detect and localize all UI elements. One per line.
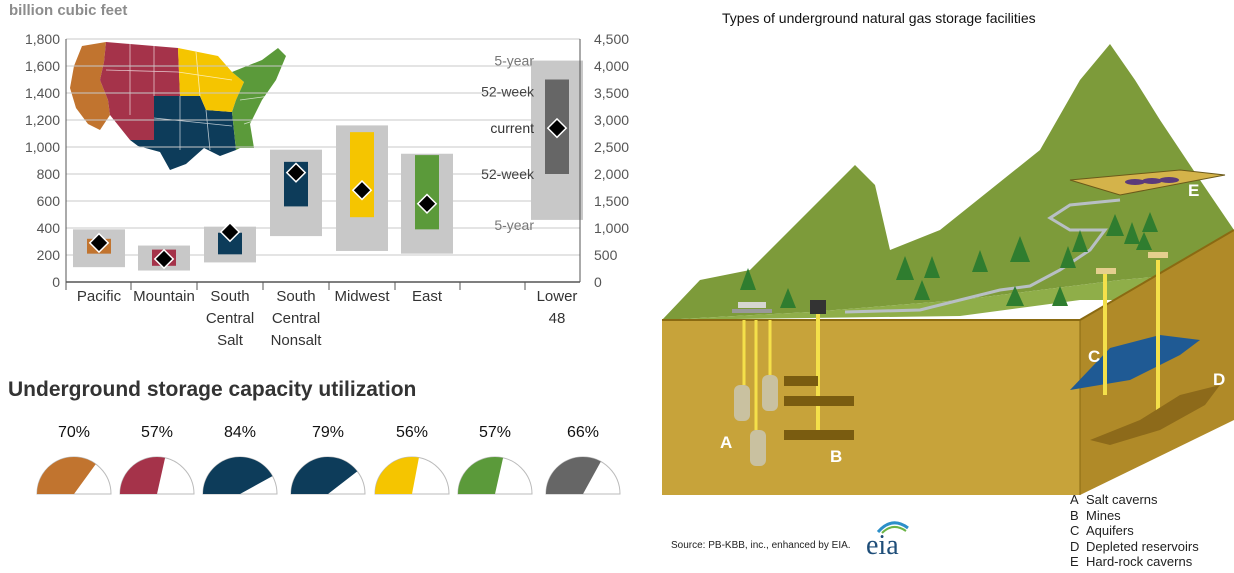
foothills [662, 270, 1234, 320]
range-annotation: 52-week [481, 166, 535, 182]
right-tick-label: 3,000 [594, 112, 629, 128]
current-marker [351, 179, 373, 201]
category-label: East [412, 288, 443, 305]
current-marker [285, 162, 307, 183]
left-tick-label: 0 [52, 274, 60, 290]
left-tick-label: 1,200 [25, 112, 60, 128]
trees [740, 212, 1158, 308]
right-tick-label: 0 [594, 274, 602, 290]
letter-b: B [830, 447, 842, 466]
left-tick-label: 200 [37, 247, 61, 263]
map-midwest [178, 48, 244, 112]
fifty-two-week-range-bar [218, 232, 242, 255]
map-east [232, 48, 286, 150]
us-regions-map [70, 42, 286, 170]
diagram-letters: A B C D E [720, 181, 1225, 466]
category-label: Mountain [133, 288, 195, 305]
gauge-fill [203, 457, 273, 494]
right-tick-label: 4,500 [594, 31, 629, 47]
right-tick-label: 2,500 [594, 139, 629, 155]
left-tick-label: 1,800 [25, 31, 60, 47]
current-marker [88, 232, 110, 254]
gauge-percent-label: 70% [58, 424, 90, 441]
gauge-percent-label: 57% [141, 424, 173, 441]
gauge-fill [546, 457, 601, 494]
eia-logo: eia [866, 530, 899, 561]
range-annotation: 52-week [481, 84, 535, 100]
current-marker [219, 221, 241, 243]
category-label: South [210, 288, 249, 305]
fifty-two-week-range-bar [350, 132, 374, 218]
gauge-section-title: Underground storage capacity utilization [8, 378, 417, 401]
map-pacific [70, 42, 110, 130]
category-label: Central [272, 310, 320, 327]
fifty-two-week-range-bar [415, 155, 439, 230]
depleted-reservoir [1090, 385, 1220, 445]
letter-a: A [720, 433, 732, 452]
range-annotation: 5-year [494, 217, 534, 233]
category-label: Midwest [334, 288, 390, 305]
gauge-percent-label: 66% [567, 424, 599, 441]
category-label: Pacific [77, 288, 122, 305]
map-south-central [130, 96, 236, 170]
utilization-gauges: 70% 57% 84% 79% 56% 57% 66% [36, 424, 621, 495]
range-annotation: 5-year [494, 53, 534, 69]
gauge-fill [290, 456, 358, 494]
right-tick-label: 3,500 [594, 85, 629, 101]
storage-range-chart: 0 0 200 500 400 1,000 600 1,500 800 2,000 1,000 2,5… [25, 31, 629, 349]
source-note: Source: PB-KBB, inc., enhanced by EIA. [671, 540, 851, 551]
gauge-percent-label: 56% [396, 424, 428, 441]
category-label: South [276, 288, 315, 305]
storage-facilities-diagram: A B C D E [662, 44, 1234, 495]
gauge-percent-label: 57% [479, 424, 511, 441]
left-tick-label: 1,600 [25, 58, 60, 74]
diagram-title: Types of underground natural gas storage… [722, 10, 1036, 26]
gauge-fill [37, 457, 96, 494]
letter-d: D [1213, 370, 1225, 389]
right-tick-label: 2,000 [594, 166, 629, 182]
ground-front [662, 320, 1080, 495]
salt-caverns [734, 320, 778, 466]
range-annotation: current [490, 120, 534, 136]
cavern-e-tanks [1125, 177, 1179, 185]
gauge-fill [375, 457, 419, 494]
current-marker [546, 117, 568, 139]
mine [784, 314, 854, 440]
eia-logo-arc-icon [876, 521, 909, 534]
letter-e: E [1188, 181, 1199, 200]
right-tick-label: 1,000 [594, 220, 629, 236]
gauge-percent-label: 79% [312, 424, 344, 441]
right-tick-label: 4,000 [594, 58, 629, 74]
gauge-fill [120, 457, 166, 494]
right-tick-label: 1,500 [594, 193, 629, 209]
letter-c: C [1088, 347, 1100, 366]
salt-cavern-wellhead [738, 302, 766, 308]
gauge-fill [457, 457, 504, 494]
left-tick-label: 800 [37, 166, 61, 182]
pipeline [844, 198, 1121, 314]
mine-wellhead [810, 300, 826, 314]
y-axis-unit-label: billion cubic feet [9, 2, 128, 19]
left-tick-label: 1,400 [25, 85, 60, 101]
category-label: 48 [549, 310, 566, 327]
current-marker [416, 193, 438, 214]
category-label: Central [206, 310, 254, 327]
aquifer [1070, 335, 1200, 390]
left-tick-label: 600 [37, 193, 61, 209]
gauge-percent-label: 84% [224, 424, 256, 441]
right-tick-label: 500 [594, 247, 618, 263]
left-tick-label: 400 [37, 220, 61, 236]
category-label: Lower [537, 288, 578, 305]
category-label: Nonsalt [271, 332, 323, 349]
left-tick-label: 1,000 [25, 139, 60, 155]
current-marker [153, 248, 175, 270]
category-label: Salt [217, 332, 244, 349]
